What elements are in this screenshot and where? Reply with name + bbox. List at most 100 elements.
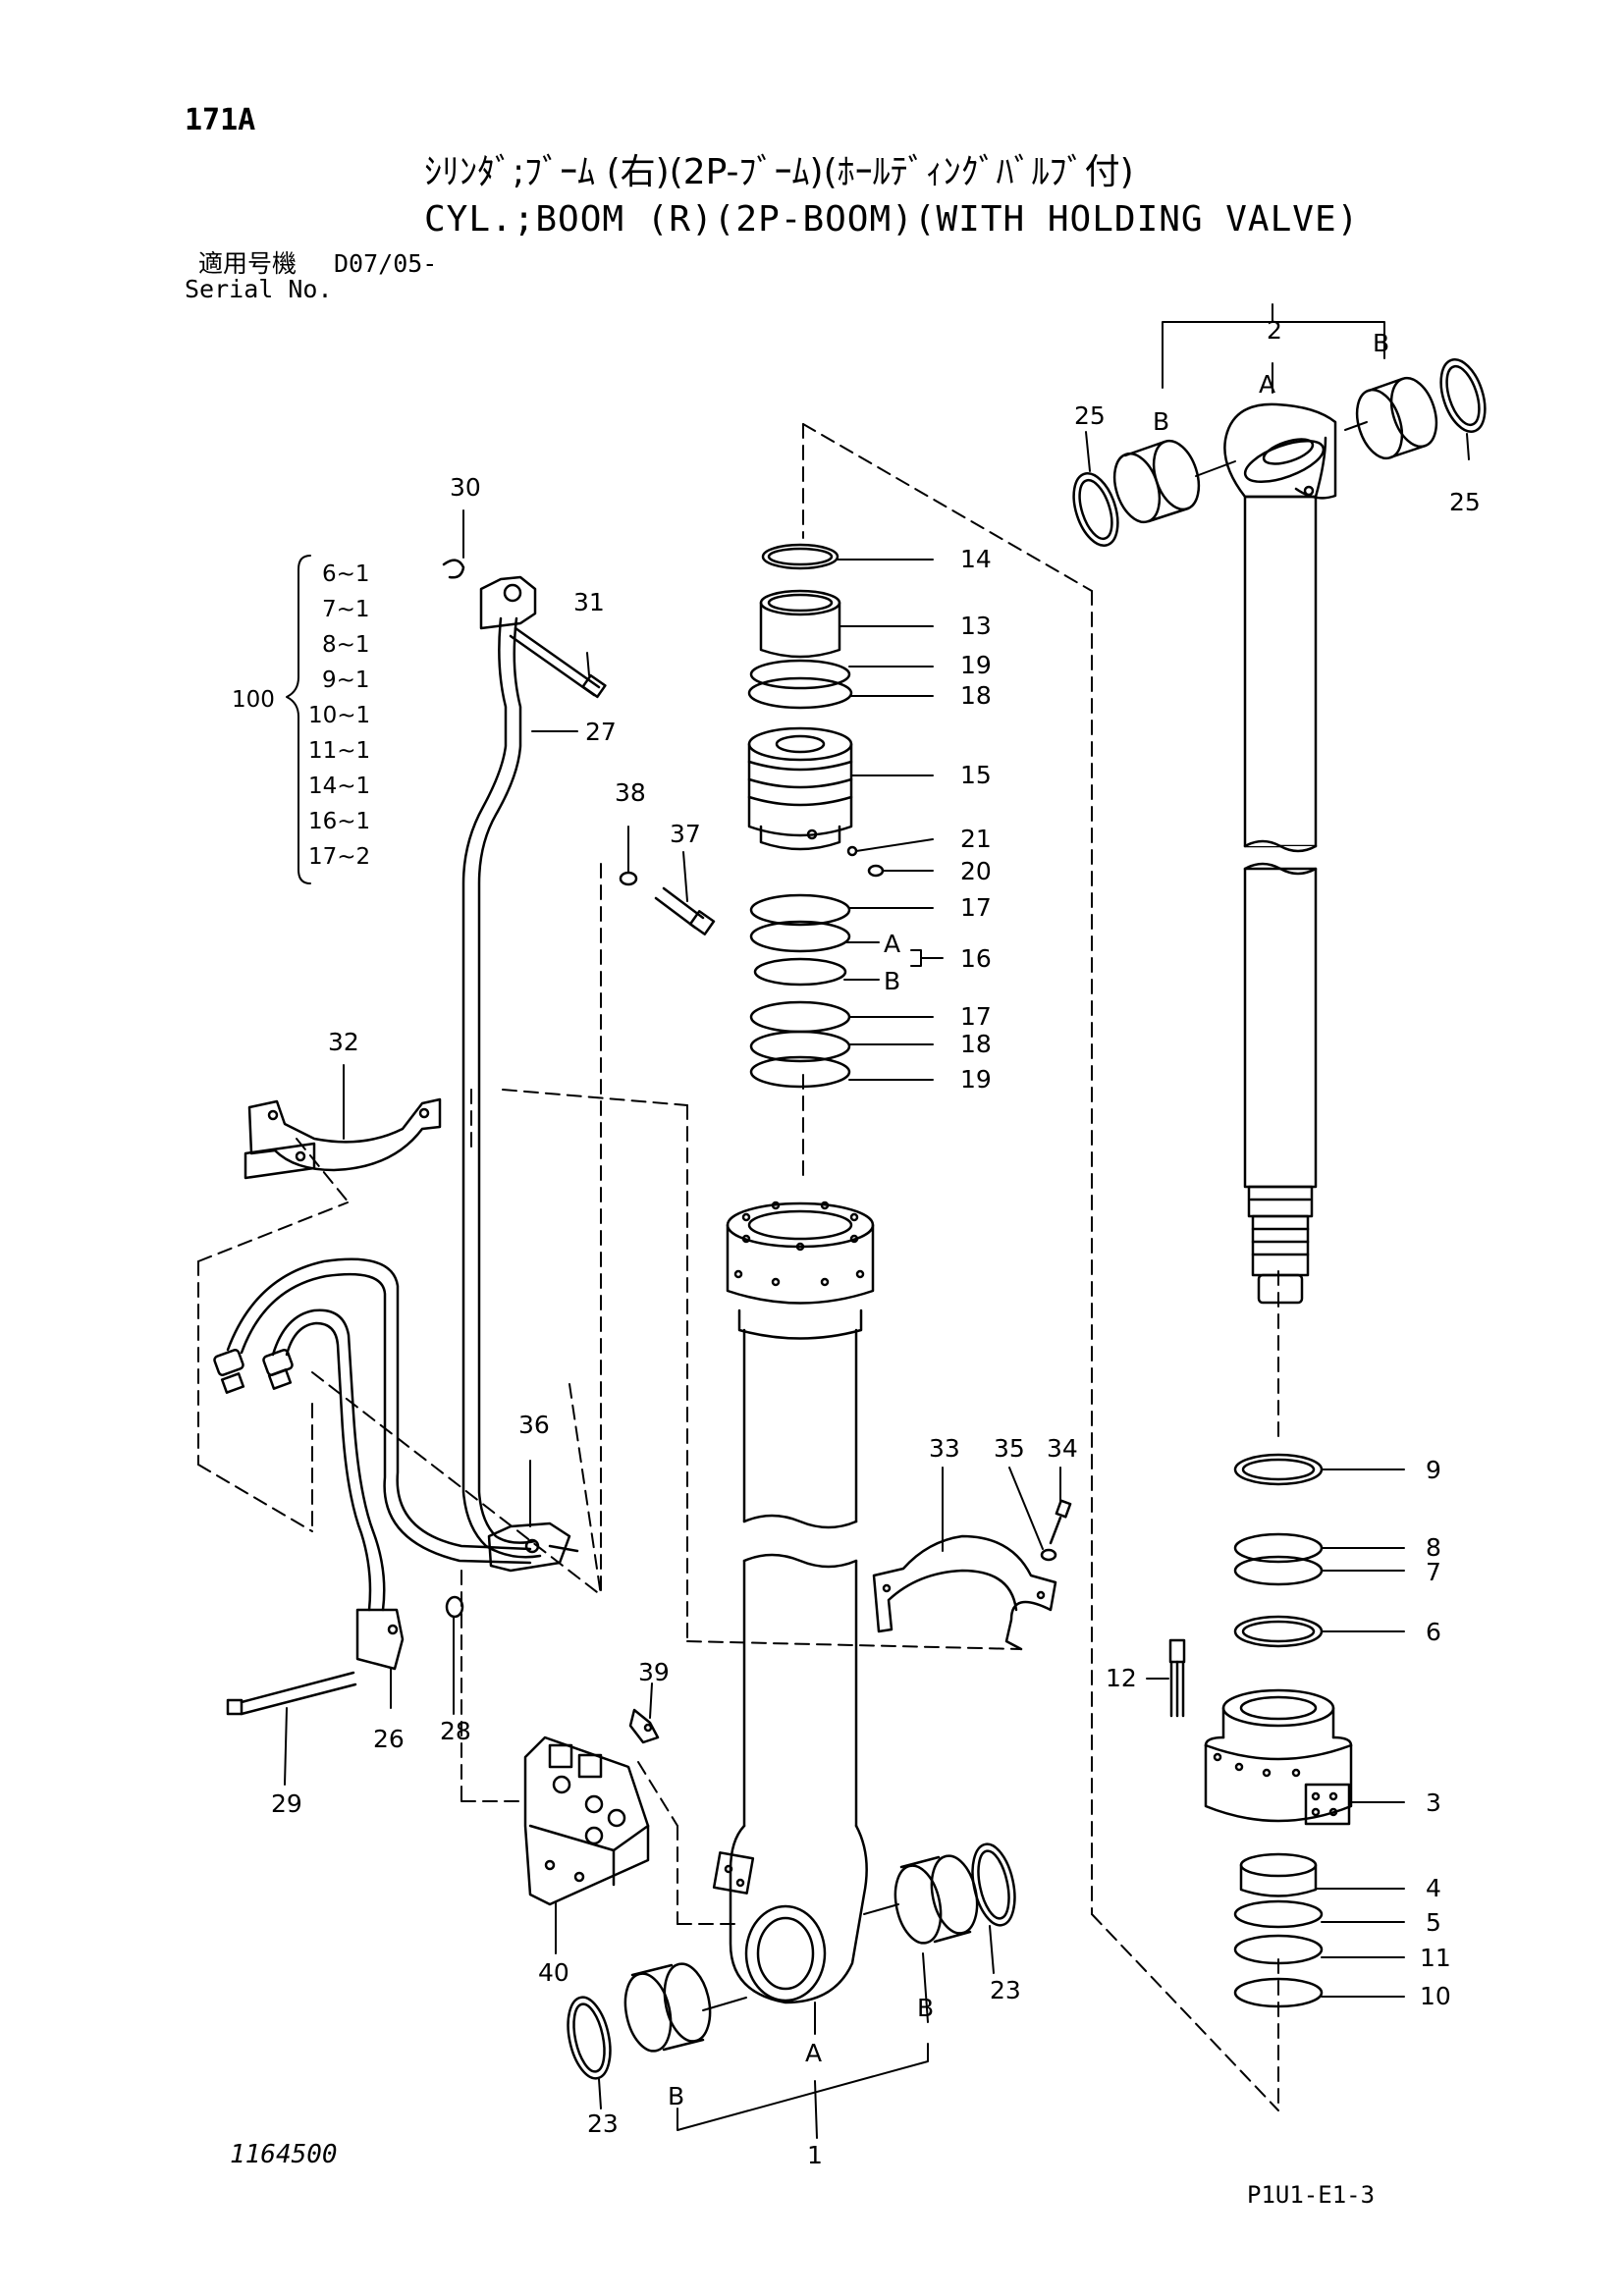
kit-bracket [286,555,311,884]
bushing-tube-right [893,1854,979,1945]
callout-25-right: 25 [1449,488,1481,516]
callout-20: 20 [960,857,992,885]
callout-16: 16 [960,944,992,973]
title-english: CYL.;BOOM (R)(2P-BOOM)(WITH HOLDING VALV… [424,199,1360,240]
bracket-33 [872,1534,1057,1651]
callout-32: 32 [328,1028,359,1056]
piston-15 [747,726,853,851]
rod-assembly [1223,402,1337,1305]
callout-37: 37 [670,820,701,848]
callout-29: 29 [271,1789,302,1818]
serial-value: D07/05- [334,249,438,278]
callout-a-rod: A [1259,370,1275,399]
callout-36: 36 [518,1411,550,1439]
seal-ring-25-right [1439,358,1487,433]
bushing-tube-left [623,1962,712,2053]
callout-b-rod-left: B [1153,407,1169,436]
seal-ring-23-left [567,1996,612,2080]
callout-11: 11 [1420,1944,1451,1972]
right-rings [1233,1453,1324,1648]
kit-item: 16~1 [308,809,370,834]
callout-30: 30 [450,473,481,502]
callout-9: 9 [1426,1456,1441,1484]
seal-ring-23-right [971,1842,1016,1927]
bushing-rod-right [1355,376,1438,460]
bushing-13 [759,589,841,659]
pin-21-ball-20 [846,845,885,878]
callout-28: 28 [440,1717,471,1745]
callout-b-tube-left: B [668,2082,684,2110]
callout-7: 7 [1426,1558,1441,1586]
callout-23-right: 23 [990,1976,1021,2004]
callout-26: 26 [373,1725,405,1753]
pipe-fittings [213,1349,294,1394]
rings-19-18-top [747,659,853,710]
callout-14: 14 [960,545,992,573]
callout-23-left: 23 [587,2109,619,2138]
kit-list: 100 6~1 7~1 8~1 9~1 10~1 11~1 14~1 16~1 … [232,561,370,870]
kit-item: 10~1 [308,703,370,728]
callout-13: 13 [960,612,992,640]
callout-3: 3 [1426,1789,1441,1817]
callout-6: 6 [1426,1618,1441,1646]
pipe-26 [226,1257,532,1671]
kit-item: 8~1 [322,632,370,658]
callout-19-top: 19 [960,651,992,679]
callout-2: 2 [1267,316,1282,345]
rings-4-5-11-10 [1233,1852,1324,2008]
kit-item: 14~1 [308,774,370,799]
callout-40: 40 [538,1958,569,1987]
callout-8: 8 [1426,1533,1441,1562]
o-ring-28 [445,1595,464,1619]
kit-item: 9~1 [322,667,370,693]
callout-31: 31 [573,588,605,616]
serial-label-japanese: 適用号機 [198,249,298,278]
leader-lines [284,303,1470,2139]
callout-17-top: 17 [960,893,992,922]
ring-14 [761,543,839,570]
callout-39: 39 [638,1658,670,1686]
clamp-32 [244,1097,442,1180]
callout-17-bottom: 17 [960,1002,992,1031]
callout-5: 5 [1426,1908,1441,1937]
callout-12: 12 [1106,1664,1137,1692]
callout-21: 21 [960,825,992,853]
callout-35: 35 [994,1434,1025,1463]
callout-18-top: 18 [960,681,992,710]
page-reference: P1U1-E1-3 [1247,2181,1376,2209]
callout-a-tube: A [805,2039,822,2067]
kit-item: 11~1 [308,738,370,764]
callout-27: 27 [585,718,617,746]
bolt-34-washer-35 [1040,1499,1072,1562]
callout-b-tube-right: B [917,1994,934,2022]
kit-item: 6~1 [322,561,370,587]
kit-item: 17~2 [308,844,370,870]
drawing-number: 1164500 [230,2140,338,2169]
serial-label-english: Serial No. [185,275,333,303]
callout-15: 15 [960,761,992,789]
assembly-guide-lines [197,423,1279,2111]
kit-number: 100 [232,687,275,713]
kit-item: 7~1 [322,597,370,622]
callout-b-16: B [884,967,900,995]
title-japanese: ｼﾘﾝﾀﾞ;ﾌﾞｰﾑ (右)(2P-ﾌﾞｰﾑ)(ﾎｰﾙﾃﾞｨﾝｸﾞﾊﾞﾙﾌﾞ付) [424,152,1134,192]
holding-valve-40 [523,1735,650,1906]
callout-18-bottom: 18 [960,1030,992,1058]
callout-38: 38 [615,778,646,807]
bolt-29 [226,1671,357,1716]
callout-34: 34 [1047,1434,1078,1463]
bushing-rod-left [1112,439,1201,524]
page-id: 171A [185,103,256,137]
callout-33: 33 [929,1434,960,1463]
bolt-37-washer-38 [619,871,716,935]
callout-labels: 2 A B B 25 25 14 13 19 18 15 21 20 17 A … [271,316,1481,2169]
cylinder-tube [712,1201,875,2004]
rod-cover-3 [1204,1688,1353,1826]
callout-b-rod-right: B [1373,329,1389,357]
callout-19-bottom: 19 [960,1065,992,1094]
callout-10: 10 [1420,1982,1451,2010]
rings-17-16-17-18-19 [749,893,851,1089]
screw-39 [628,1708,660,1744]
callout-25-left: 25 [1074,401,1106,430]
